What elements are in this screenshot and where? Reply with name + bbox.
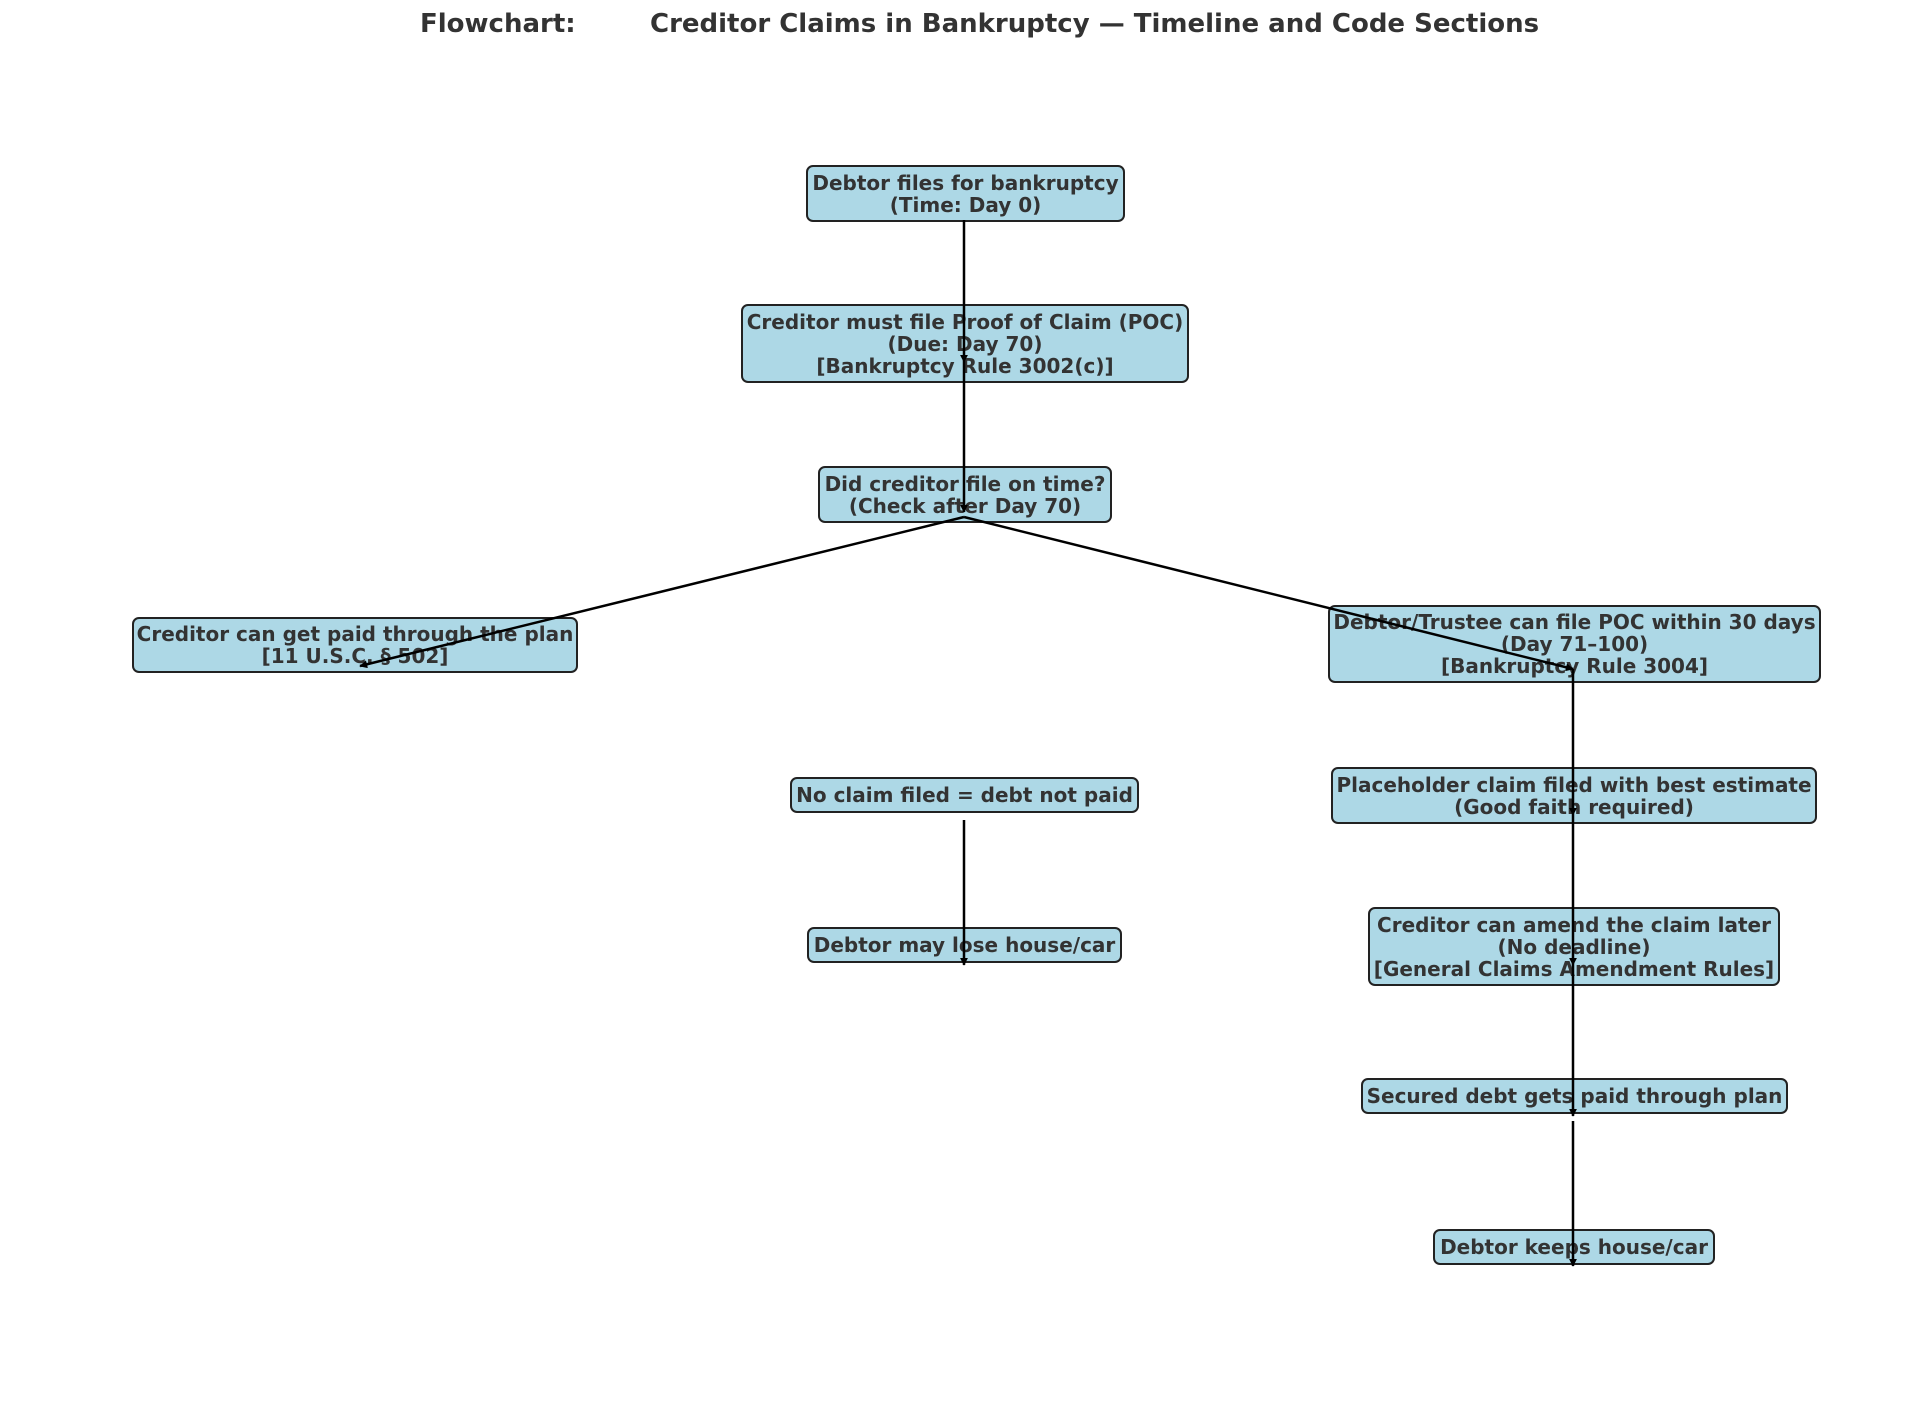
node-line: Secured debt gets paid through plan <box>1366 1084 1783 1108</box>
node-secured-debt-paid: Secured debt gets paid through plan <box>1361 1078 1788 1114</box>
node-line: No claim filed = debt not paid <box>796 783 1133 807</box>
arrow-ontime-to-paid <box>359 515 965 669</box>
node-no-claim: No claim filed = debt not paid <box>790 777 1139 813</box>
title-main: Creditor Claims in Bankruptcy — Timeline… <box>650 9 1540 39</box>
arrow-ontime-to-trustee <box>963 515 1574 672</box>
node-trustee-files: Debtor/Trustee can file POC within 30 da… <box>1328 605 1821 683</box>
node-debtor-files: Debtor files for bankruptcy (Time: Day 0… <box>806 165 1125 222</box>
title-prefix: Flowchart: <box>420 9 576 39</box>
node-line: (Day 71–100) <box>1500 632 1649 656</box>
diagram-title: Flowchart: Creditor Claims in Bankruptcy… <box>0 8 1920 48</box>
node-line: Debtor/Trustee can file POC within 30 da… <box>1333 610 1816 634</box>
node-line: [11 U.S.C. § 502] <box>261 644 449 668</box>
node-line: Debtor files for bankruptcy <box>812 170 1119 195</box>
node-line: [Bankruptcy Rule 3004] <box>1440 654 1709 678</box>
node-line: (Time: Day 0) <box>889 192 1042 217</box>
